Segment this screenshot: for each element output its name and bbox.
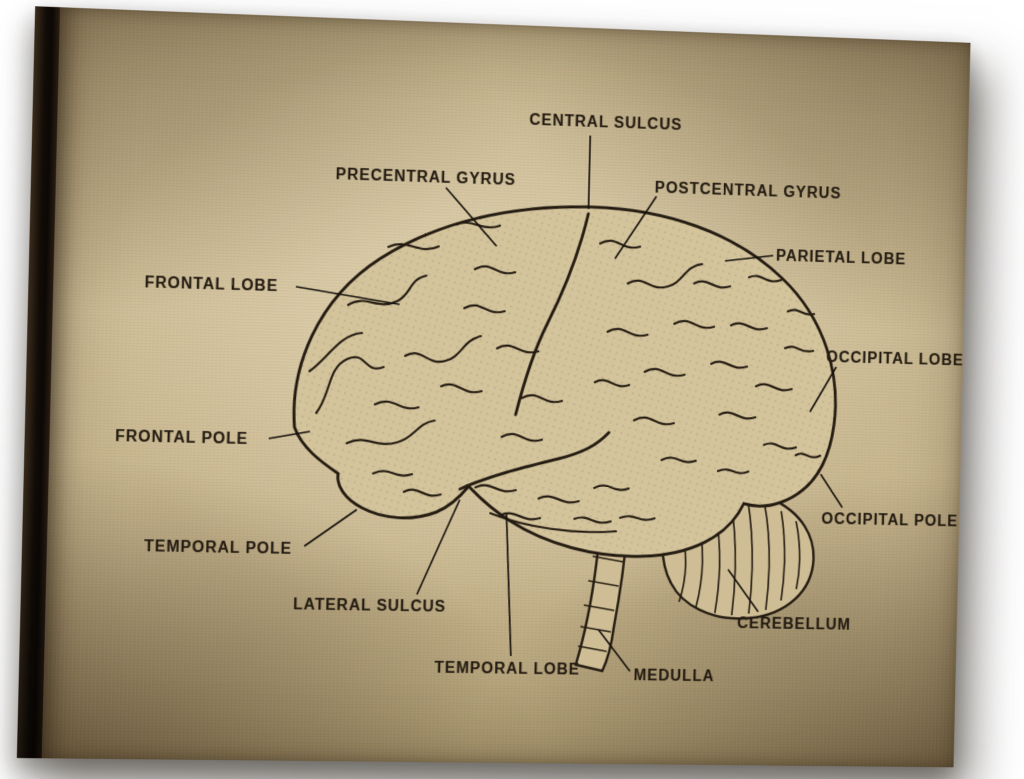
label-temporal-pole: TEMPORAL POLE bbox=[143, 538, 293, 558]
canvas-print: CENTRAL SULCUS PRECENTRAL GYRUS POSTCENT… bbox=[16, 6, 971, 768]
label-cerebellum: CEREBELLUM bbox=[736, 615, 852, 634]
label-occipital-pole: OCCIPITAL POLE bbox=[821, 511, 959, 531]
leader-line-occipital-pole bbox=[820, 474, 843, 507]
leader-line-temporal-pole bbox=[304, 509, 357, 548]
label-occipital-lobe: OCCIPITAL LOBE bbox=[825, 349, 964, 370]
leader-line-central-sulcus bbox=[589, 136, 591, 209]
leader-line-temporal-lobe bbox=[503, 515, 514, 656]
canvas-face: CENTRAL SULCUS PRECENTRAL GYRUS POSTCENT… bbox=[41, 7, 971, 768]
label-frontal-lobe: FRONTAL LOBE bbox=[144, 274, 279, 296]
label-temporal-lobe: TEMPORAL LOBE bbox=[434, 659, 580, 679]
label-lateral-sulcus: LATERAL SULCUS bbox=[292, 596, 447, 616]
label-medulla: MEDULLA bbox=[633, 667, 715, 686]
label-frontal-pole: FRONTAL POLE bbox=[114, 428, 249, 448]
halftone-overlay bbox=[290, 197, 840, 560]
brain-illustration bbox=[42, 7, 971, 767]
